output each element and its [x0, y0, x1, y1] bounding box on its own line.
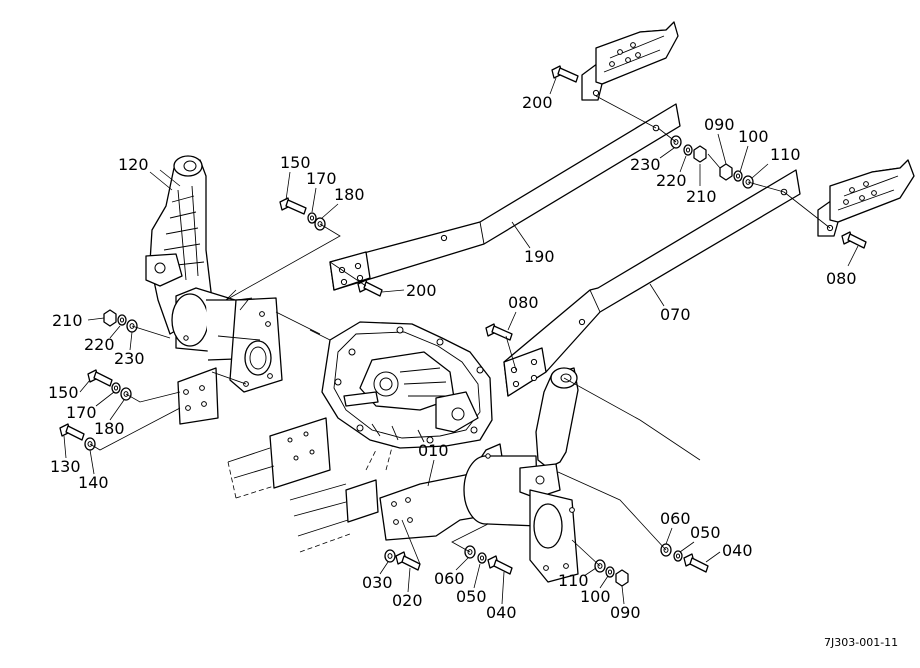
- label-080-center: 080: [508, 293, 539, 312]
- label-200-top: 200: [522, 93, 553, 112]
- label-090-lower: 090: [610, 603, 641, 622]
- label-040-mid: 040: [486, 603, 517, 622]
- label-200-mid: 200: [406, 281, 437, 300]
- label-150-left: 150: [48, 383, 79, 402]
- label-060-right: 060: [660, 509, 691, 528]
- label-230-left: 230: [114, 349, 145, 368]
- label-090-right: 090: [704, 115, 735, 134]
- label-110-right: 110: [770, 145, 801, 164]
- label-040-right: 040: [722, 541, 753, 560]
- label-010: 010: [418, 441, 449, 460]
- label-110-lower: 110: [558, 571, 589, 590]
- transmission-assembly: [321, 321, 493, 449]
- label-180-left: 180: [94, 419, 125, 438]
- frame-190: [329, 103, 681, 291]
- label-170-left: 170: [66, 403, 97, 422]
- label-220-right: 220: [656, 171, 687, 190]
- label-050-mid: 050: [456, 587, 487, 606]
- label-220-left: 220: [84, 335, 115, 354]
- bracket-120: [145, 155, 283, 425]
- label-060-mid: 060: [434, 569, 465, 588]
- label-020: 020: [392, 591, 423, 610]
- label-130: 130: [50, 457, 81, 476]
- leader-lines: [89, 95, 831, 567]
- label-180-top: 180: [334, 185, 365, 204]
- label-030: 030: [362, 573, 393, 592]
- label-230-right: 230: [630, 155, 661, 174]
- label-140: 140: [78, 473, 109, 492]
- label-100-right: 100: [738, 127, 769, 146]
- top-mount-bracket: [581, 21, 679, 101]
- label-190: 190: [524, 247, 555, 266]
- fasteners: [59, 65, 867, 587]
- bracket-010: [379, 367, 579, 583]
- label-170-top: 170: [306, 169, 337, 188]
- drawing-reference: 7J303-001-11: [824, 636, 898, 649]
- frame-070: [503, 169, 801, 397]
- label-080-right: 080: [826, 269, 857, 288]
- label-050-right: 050: [690, 523, 721, 542]
- label-150-top: 150: [280, 153, 311, 172]
- label-120: 120: [118, 155, 149, 174]
- label-210-left: 210: [52, 311, 83, 330]
- right-mount-bracket: [817, 159, 915, 237]
- label-070: 070: [660, 305, 691, 324]
- label-100-lower: 100: [580, 587, 611, 606]
- part-labels: 200 230 220 210 090 100 110 080 190 120 …: [48, 77, 859, 622]
- label-210-right: 210: [686, 187, 717, 206]
- frame-rail: [227, 417, 397, 553]
